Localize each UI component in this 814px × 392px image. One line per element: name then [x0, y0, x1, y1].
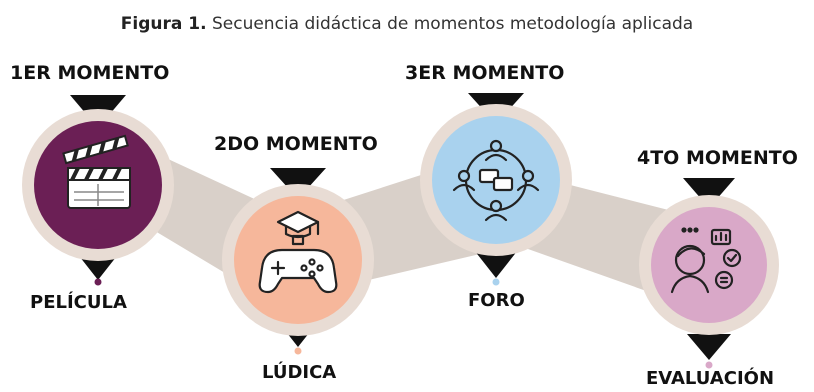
arrow-bottom-4	[687, 334, 731, 360]
evaluation-person-icon	[670, 227, 742, 294]
dot-3	[492, 278, 500, 286]
moment-2-label: LÚDICA	[262, 362, 337, 383]
arrow-bottom-3	[474, 250, 518, 278]
arrow-top-4	[683, 178, 735, 208]
moment-3-label: FORO	[468, 290, 525, 311]
moment-2-header: 2DO MOMENTO	[214, 133, 378, 155]
moment-1-node	[22, 109, 174, 261]
dot-1	[94, 278, 102, 286]
moment-4-node	[639, 195, 779, 335]
clapperboard-icon	[62, 134, 131, 209]
moment-2-node	[222, 184, 374, 336]
caption-text: Secuencia didáctica de momentos metodolo…	[211, 14, 694, 34]
discussion-network-icon	[452, 139, 540, 222]
figure-caption: Figura 1. Secuencia didáctica de momento…	[0, 14, 814, 34]
moment-1-label: PELÍCULA	[30, 292, 127, 313]
moment-4-label: EVALUACIÓN	[646, 368, 775, 389]
arrow-top-2	[270, 168, 326, 199]
dot-2	[294, 347, 302, 355]
moment-3-header: 3ER MOMENTO	[405, 62, 565, 84]
moment-1-header: 1ER MOMENTO	[10, 62, 170, 84]
moment-3-node	[420, 104, 572, 256]
gamepad-graduation-icon	[258, 210, 338, 294]
caption-label: Figura 1.	[120, 14, 207, 34]
moment-4-header: 4TO MOMENTO	[637, 147, 798, 169]
dot-4	[705, 361, 713, 369]
